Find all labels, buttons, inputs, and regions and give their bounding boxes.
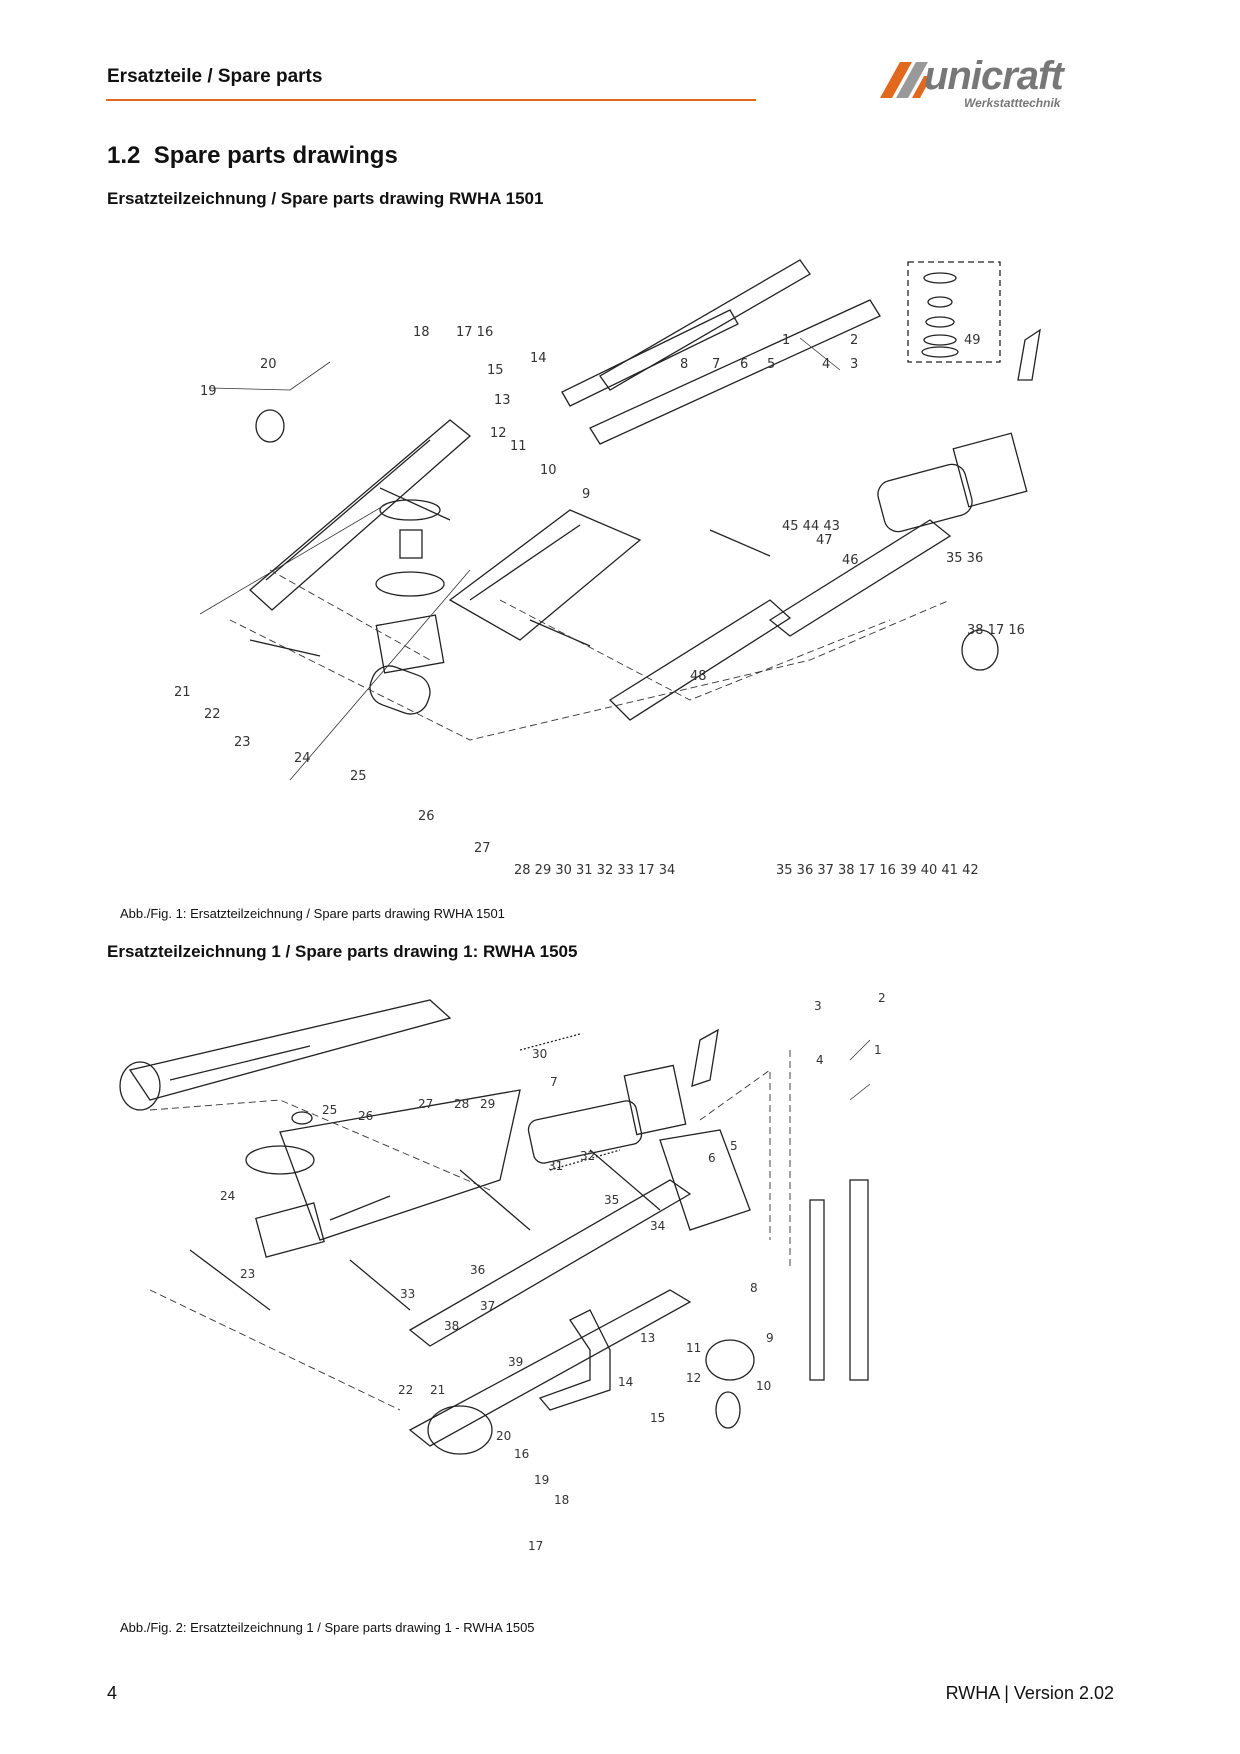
logo-mark-icon [880,62,932,98]
figure2-callout: 35 [604,1193,619,1207]
figure1-callout: 46 [842,553,859,568]
figure1-callout: 35 36 37 38 17 16 39 40 41 42 [776,863,979,878]
figure2-callout: 28 [454,1097,469,1111]
figure2-callout: 38 [444,1319,459,1333]
figure1-callout: 35 36 [946,551,983,566]
figure2-heading: Ersatzteilzeichnung 1 / Spare parts draw… [107,942,578,961]
section-title: Spare parts drawings [153,142,398,169]
figure1-callout: 28 29 30 31 32 33 17 34 [514,863,675,878]
figure2-callout: 1 [874,1043,882,1057]
figure1-callout: 7 [712,357,720,372]
figure1-callout: 4 [822,357,830,372]
figure2-callout: 11 [686,1341,701,1355]
header-divider [106,99,756,101]
figure2-callout: 14 [618,1375,633,1389]
figure1-callout: 3 [850,357,858,372]
unicraft-logo: unicraft Werkstatttechnik [872,52,1112,114]
figure2-callout: 27 [418,1097,433,1111]
figure2-callout: 19 [534,1473,549,1487]
figure1-caption: Abb./Fig. 1: Ersatzteilzeichnung / Spare… [120,906,505,921]
figure2-callout: 37 [480,1299,495,1313]
figure2-callout: 5 [730,1139,738,1153]
figure2-callout: 36 [470,1263,485,1277]
figure2-callout: 33 [400,1287,415,1301]
figure2-callout: 8 [750,1281,758,1295]
figure2-callout: 26 [358,1109,373,1123]
figure2-callout: 34 [650,1219,665,1233]
figure2-callout: 18 [554,1493,569,1507]
figure1-callout: 25 [350,769,367,784]
section-number: 1.2 [107,142,141,169]
figure2-callout: 3 [814,999,822,1013]
logo-wordmark: unicraft [924,54,1064,98]
figure2-exploded-drawing: 1 2 3 4 5 6 7 8 9 10 11 12 13 14 15 16 1… [119,991,886,1553]
figure1-callout: 18 [413,325,430,340]
figure1-callout: 22 [204,707,221,722]
footer-version: RWHA | Version 2.02 [945,1683,1114,1703]
figure1-callout: 48 [690,669,707,684]
figure2-callout: 39 [508,1355,523,1369]
figure2-callout: 30 [532,1047,547,1061]
figure2-callout: 24 [220,1189,235,1203]
figure1-callout: 12 [490,426,507,441]
figure1-callout: 24 [294,751,311,766]
figure2-callout: 6 [708,1151,716,1165]
figure1-callout: 5 [767,357,775,372]
figure1-callout: 38 17 16 [967,623,1025,638]
figure1-callout: 49 [964,333,981,348]
figure2-callout: 12 [686,1371,701,1385]
figure2-callout: 29 [480,1097,495,1111]
figure1-callout: 1 [782,333,790,348]
figure1-callout: 15 [487,363,504,378]
figure2-callout: 17 [528,1539,543,1553]
figure1-callout: 17 16 [456,325,493,340]
figure1-callout: 21 [174,685,191,700]
figure1-callout: 23 [234,735,251,750]
figure2-callout: 13 [640,1331,655,1345]
figure2-callout: 4 [816,1053,824,1067]
footer-page-number: 4 [107,1683,118,1703]
figure1-callout: 19 [200,384,217,399]
figure1-callout: 20 [260,357,277,372]
figure2-callout: 23 [240,1267,255,1281]
figure1-callout: 8 [680,357,688,372]
figure2-callout: 10 [756,1379,771,1393]
figure1-callout: 27 [474,841,491,856]
figure1-callout: 45 44 43 [782,519,840,534]
figure2-callout: 2 [878,991,886,1005]
figure2-callout: 31 [548,1159,563,1173]
figure1-exploded-drawing: 19 20 18 17 16 12 15 14 13 11 10 9 8 7 6… [174,259,1041,878]
figure2-callout: 22 [398,1383,413,1397]
figure1-callout: 13 [494,393,511,408]
figure1-callout: 9 [582,487,590,502]
figure2-callout: 21 [430,1383,445,1397]
figure2-caption: Abb./Fig. 2: Ersatzteilzeichnung 1 / Spa… [120,1620,535,1635]
figure1-callout: 26 [418,809,435,824]
figure2-callout: 7 [550,1075,558,1089]
figure1-callout: 10 [540,463,557,478]
page-header-title: Ersatzteile / Spare parts [107,66,323,87]
figure1-heading: Ersatzteilzeichnung / Spare parts drawin… [107,189,544,208]
figure2-callout: 15 [650,1411,665,1425]
figure2-callout: 25 [322,1103,337,1117]
figure1-callout: 2 [850,333,858,348]
figure2-callout: 20 [496,1429,511,1443]
figure2-callout: 32 [580,1149,595,1163]
figure2-callout: 16 [514,1447,529,1461]
figure1-callout: 6 [740,357,748,372]
figure1-callout: 47 [816,533,833,548]
figure1-callout: 14 [530,351,547,366]
section-heading: 1.2 Spare parts drawings [107,142,398,170]
figure1-callout: 11 [510,439,527,454]
logo-subtitle: Werkstatttechnik [964,96,1061,110]
figure2-callout: 9 [766,1331,774,1345]
